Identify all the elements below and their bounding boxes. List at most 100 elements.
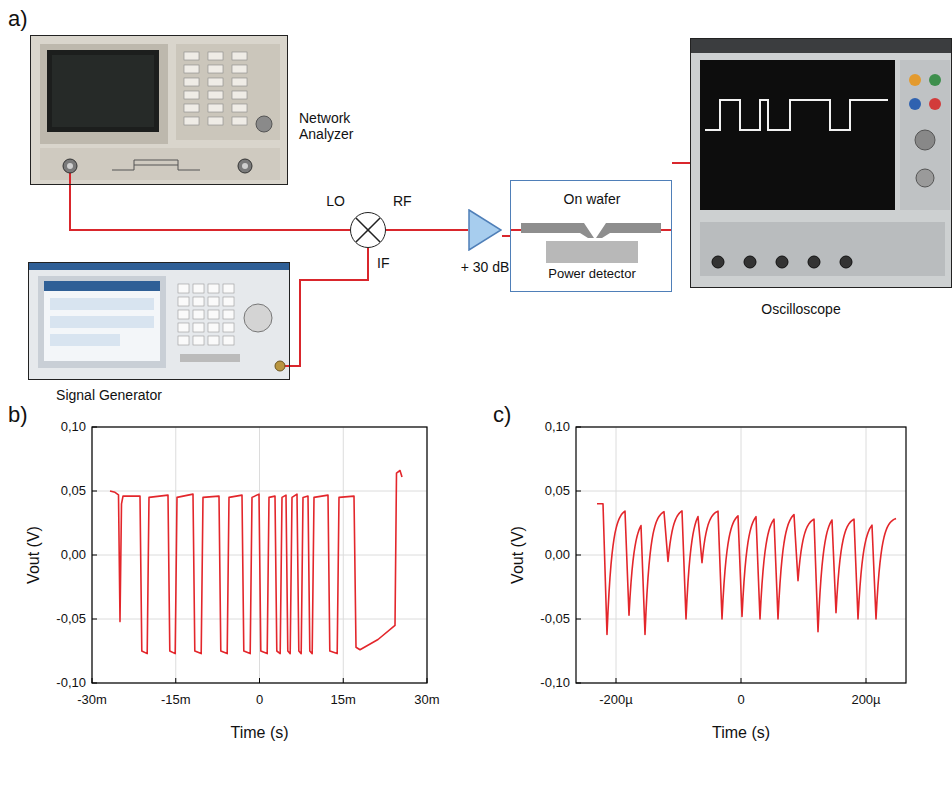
knob (256, 116, 272, 132)
axis-tick-label: -30m (77, 693, 107, 708)
front-strip (40, 148, 280, 180)
panel-label: a) (8, 6, 28, 31)
key (178, 297, 189, 306)
amplifier-symbol: + 30 dB (468, 209, 502, 251)
node-label: Signal Generator (56, 387, 162, 403)
axis-tick-label: -0,10 (540, 676, 570, 691)
knob (909, 98, 921, 110)
node-label: + 30 dB (461, 259, 510, 275)
panel-label: c) (493, 402, 511, 427)
screen (44, 281, 160, 361)
button (208, 78, 223, 86)
node-label: LO (326, 193, 345, 209)
axis-tick (576, 427, 581, 428)
button (232, 78, 247, 86)
input-connector (744, 256, 756, 268)
top-strip (29, 263, 289, 270)
axis-tick (343, 678, 344, 683)
key (193, 310, 204, 319)
signal-cable (672, 162, 690, 164)
rf-connector-pin (242, 163, 248, 169)
top-bezel (691, 39, 952, 53)
axis-tick (616, 678, 617, 683)
axis-tick (175, 678, 176, 683)
axis-tick (92, 683, 97, 684)
axis-tick-label: 0,10 (545, 420, 570, 435)
key (193, 323, 204, 332)
axis-tick (866, 678, 867, 683)
node-label: IF (377, 255, 389, 271)
grid-line (92, 491, 427, 492)
panel-label: b) (8, 402, 28, 427)
axis-tick-label: 0 (737, 693, 744, 708)
control-panel (900, 60, 950, 210)
rf-connector (238, 159, 252, 173)
knob (916, 169, 934, 187)
key (193, 297, 204, 306)
axis-tick-label: 0,05 (61, 484, 86, 499)
axis-tick (576, 619, 581, 620)
screen-bezel (40, 44, 168, 144)
button-row (180, 354, 240, 362)
signal-cable (290, 248, 368, 366)
axis-tick (92, 619, 97, 620)
screen-bezel (38, 276, 166, 368)
axis-tick-label: 0,00 (61, 548, 86, 563)
button (232, 91, 247, 99)
wafer-probes (510, 223, 672, 238)
mixer-cross-line (356, 218, 380, 242)
axis-tick (576, 683, 581, 684)
axis-tick (259, 678, 260, 683)
key (208, 310, 219, 319)
key (193, 336, 204, 345)
screen-header (44, 281, 160, 291)
axis-tick-label: -0,05 (56, 612, 86, 627)
wafer-box: On waferPower detector (510, 180, 672, 292)
cable-stub (69, 172, 71, 185)
knob (929, 98, 941, 110)
axis-tick (576, 555, 581, 556)
network-analyzer-photo (31, 36, 287, 185)
button (232, 52, 247, 60)
input-connector (712, 256, 724, 268)
signal-trace (110, 471, 402, 654)
button (232, 65, 247, 73)
button (208, 117, 223, 125)
plot-frame (92, 427, 427, 683)
axis-tick (92, 555, 97, 556)
axis-title: Time (s) (712, 724, 770, 742)
input-connector (776, 256, 788, 268)
front-strip (700, 222, 945, 276)
key (208, 284, 219, 293)
rotary-knob (244, 304, 272, 332)
key (208, 336, 219, 345)
screen-field (50, 334, 120, 346)
key (208, 297, 219, 306)
power-detector-chip: Power detector (546, 241, 638, 263)
grid-line (576, 491, 906, 492)
screen-field (50, 298, 154, 310)
rf-probe (521, 223, 594, 238)
button (184, 117, 199, 125)
button (184, 91, 199, 99)
screen-field (50, 316, 154, 328)
button (184, 65, 199, 73)
node-label: Oscilloscope (761, 301, 840, 317)
instrument-body (29, 263, 289, 379)
axis-tick (92, 427, 97, 428)
axis-tick (92, 491, 97, 492)
button-panel (176, 44, 280, 140)
knob (909, 74, 921, 86)
axis-tick-label: 0 (256, 693, 263, 708)
screen-inner (52, 55, 154, 127)
grid-line (576, 619, 906, 620)
knob (929, 74, 941, 86)
mixer-cross-line (356, 218, 380, 242)
axis-tick-label: 0,00 (545, 548, 570, 563)
node-label: Power detector (548, 267, 635, 282)
button (184, 104, 199, 112)
mixer-cross (351, 213, 385, 247)
axis-tick-label: -0,10 (56, 676, 86, 691)
amplifier-triangle (469, 210, 501, 250)
